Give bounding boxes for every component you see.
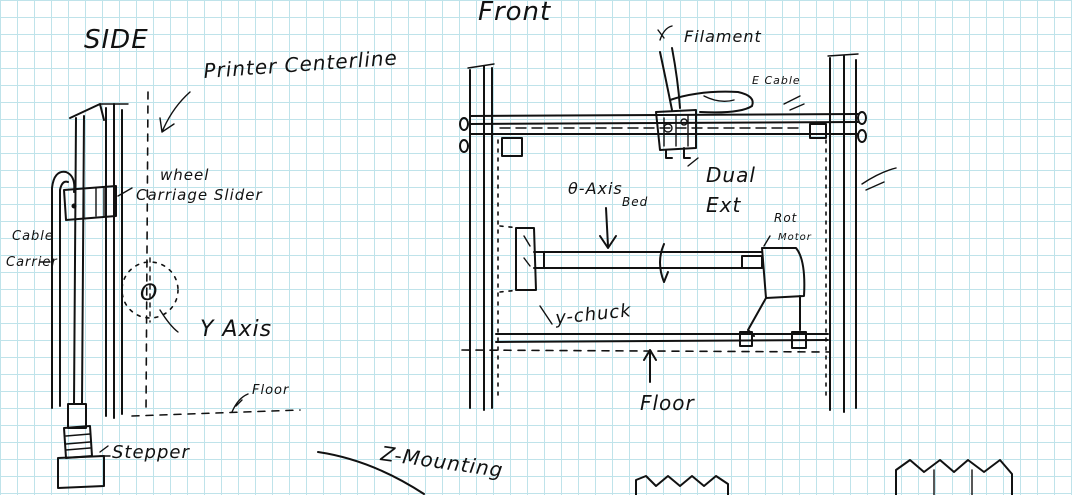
- y-chuck-jaw: [533, 251, 545, 269]
- label-ext: Ext: [706, 193, 741, 217]
- dual-ext-leader: [687, 157, 699, 167]
- front-floor-dash: [461, 349, 831, 353]
- stepper-mount: [57, 455, 105, 489]
- dual-nozzles: [665, 147, 691, 159]
- extruder-fan: [663, 123, 673, 133]
- filament-leader: [657, 25, 673, 41]
- stepper-hatch: [65, 433, 91, 451]
- label-e-cable: E Cable: [752, 74, 801, 87]
- left-pulley-bottom: [459, 139, 469, 153]
- rot-motor-stand: [747, 295, 801, 337]
- cable-carrier-loop: [51, 170, 76, 409]
- bottom-gear-sketch-1: [635, 475, 729, 495]
- label-filament: Filament: [684, 27, 762, 46]
- z-lead-screw-b: [81, 115, 85, 405]
- label-dual: Dual: [706, 163, 756, 187]
- right-pulley-top: [857, 111, 867, 125]
- rotation-arrow: [659, 243, 669, 283]
- centerline-arrow: [159, 91, 191, 133]
- right-pulley-bottom: [857, 129, 867, 143]
- label-carrier: Carrier: [6, 255, 58, 270]
- label-z-mounting: Z-Mounting: [378, 441, 505, 482]
- label-floor-front: Floor: [640, 391, 696, 415]
- right-belt-clamp: [809, 123, 827, 139]
- side-floor-line: [131, 409, 301, 417]
- label-y-chuck: y-chuck: [553, 300, 633, 329]
- e-cable-hatch: [783, 95, 805, 111]
- extruder-fan-2: [680, 118, 688, 126]
- gantry-rail-1: [469, 113, 859, 117]
- stepper-leader: [99, 445, 111, 457]
- label-carriage-slider: Carriage Slider: [136, 186, 263, 204]
- e-cable-chain: [669, 90, 754, 114]
- extruder-carriage: [655, 109, 697, 151]
- label-stepper: Stepper: [112, 442, 190, 463]
- label-wheel: wheel: [160, 166, 209, 184]
- floor-leader: [231, 393, 249, 413]
- rot-motor-body: [761, 247, 806, 299]
- label-floor-side: Floor: [252, 383, 290, 398]
- cable-carrier-inner: [59, 180, 69, 407]
- carriage-slider-detail: [83, 187, 105, 219]
- y-chuck-teeth: [523, 235, 531, 267]
- label-front: Front: [478, 0, 551, 27]
- right-tower-cap: [827, 53, 859, 57]
- e-cable-detail: [703, 95, 735, 103]
- z-mounting-curve: [317, 451, 425, 495]
- rot-motor-leader: [763, 235, 771, 247]
- left-endstop-block: [501, 137, 523, 157]
- y-axis-wheel-outline: [121, 261, 179, 319]
- left-pulley-top: [459, 117, 469, 131]
- left-tower-cap: [467, 63, 495, 69]
- y-chuck-leader: [539, 305, 553, 325]
- label-y-axis-marker: O: [140, 281, 158, 306]
- y-chuck-block: [515, 227, 537, 291]
- label-side: SIDE: [84, 25, 149, 55]
- y-chuck-outline: [499, 225, 521, 293]
- label-cable: Cable: [12, 229, 54, 244]
- side-view: [39, 91, 301, 489]
- y-axis-leader: [159, 309, 179, 333]
- printer-centerline: [145, 91, 149, 413]
- bed-pointer-arrow: [599, 207, 617, 249]
- front-floor-rail-2: [495, 339, 829, 343]
- label-rot: Rot: [774, 211, 798, 225]
- carriage-slider-block: [63, 185, 117, 221]
- wheel-leader: [117, 187, 133, 197]
- front-view: [459, 25, 897, 413]
- floor-pointer-arrow: [643, 349, 657, 383]
- screw-top-bracket: [69, 103, 105, 121]
- bottom-gear-sketch-2-detail: [933, 469, 973, 495]
- z-lead-screw: [73, 117, 77, 405]
- label-theta-axis: θ-Axis: [568, 179, 623, 198]
- label-y-axis: Y Axis: [200, 317, 272, 342]
- stepper-coupler: [67, 403, 87, 429]
- rot-motor-shaft: [741, 255, 763, 269]
- slider-bolt: [71, 203, 77, 209]
- label-printer-centerline: Printer Centerline: [203, 45, 399, 83]
- label-motor: Motor: [778, 232, 812, 243]
- label-bed: Bed: [622, 195, 648, 209]
- filament-lines: [659, 47, 681, 111]
- right-side-mark: [861, 167, 897, 191]
- bottom-gear-sketch-2: [895, 459, 1013, 495]
- extruder-fins: [663, 115, 689, 147]
